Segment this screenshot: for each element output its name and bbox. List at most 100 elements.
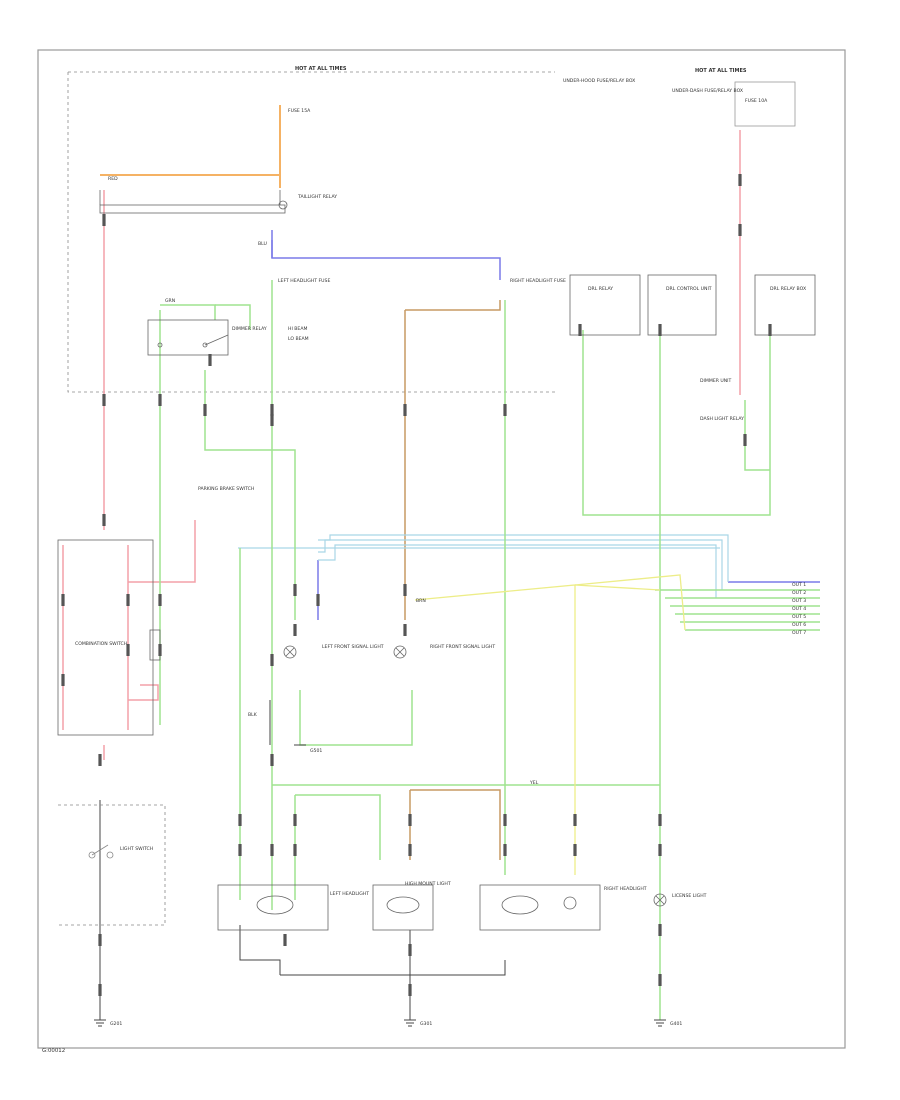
drl-control-unit-label: DRL CONTROL UNIT <box>666 286 712 292</box>
connector-marker <box>403 404 407 416</box>
ground-symbol-right <box>654 1019 666 1027</box>
connector-marker <box>316 594 320 606</box>
drl-relay-label: DRL RELAY <box>588 286 613 292</box>
connector-marker <box>283 934 287 946</box>
license-light <box>653 893 667 907</box>
connector-marker <box>98 754 102 766</box>
connector-marker <box>768 324 772 336</box>
ground-wires <box>99 700 506 1020</box>
ground-dash-label: G501 <box>310 748 322 754</box>
left-headlight-fuse-label: LEFT HEADLIGHT FUSE <box>278 278 330 284</box>
drl-relay-box-label: DRL RELAY BOX <box>770 286 806 292</box>
tan-wires <box>404 300 501 860</box>
hi-beam-label: HI BEAM <box>288 326 307 332</box>
connector-marker <box>503 844 507 856</box>
light-switch-label: LIGHT SWITCH <box>120 846 153 852</box>
connector-marker <box>658 814 662 826</box>
connector-marker <box>270 754 274 766</box>
wire-code-green: GRN <box>165 298 175 304</box>
connector-marker <box>293 844 297 856</box>
connector-marker <box>126 644 130 656</box>
connector-marker <box>293 624 297 636</box>
fuse-right-label: FUSE 10A <box>745 98 768 104</box>
blue-wires <box>271 230 820 620</box>
signal-output-label: OUT 1 <box>792 582 806 588</box>
signal-output-label: OUT 2 <box>792 590 806 596</box>
connector-marker <box>270 404 274 416</box>
connector-marker <box>270 844 274 856</box>
connector-marker <box>293 584 297 596</box>
connector-marker <box>98 984 102 996</box>
drl-relay-boxes <box>569 274 816 336</box>
connector-marker <box>238 814 242 826</box>
wire-code-blk: BLK <box>248 712 258 718</box>
left-headlight <box>217 884 329 931</box>
connector-marker <box>408 844 412 856</box>
high-mount-light-label: HIGH MOUNT LIGHT <box>405 881 451 887</box>
wire-code-red: RED <box>108 176 118 182</box>
connector-marker <box>658 974 662 986</box>
parking-brake-switch-label: PARKING BRAKE SWITCH <box>198 486 254 492</box>
signal-output-label: OUT 4 <box>792 606 806 612</box>
connector-marker <box>208 354 212 366</box>
connector-marker <box>503 404 507 416</box>
right-headlight-label: RIGHT HEADLIGHT <box>604 886 647 892</box>
license-light-label: LICENSE LIGHT <box>672 893 707 899</box>
orange-wires <box>100 105 281 188</box>
connector-marker <box>573 844 577 856</box>
connector-marker <box>102 514 106 526</box>
high-mount-light <box>372 884 434 931</box>
connector-marker <box>403 624 407 636</box>
connector-marker <box>743 434 747 446</box>
ground-symbol-left <box>94 1019 106 1027</box>
dash-light-relay-label: DASH LIGHT RELAY <box>700 416 744 422</box>
connector-marker <box>158 394 162 406</box>
signal-output-label: OUT 5 <box>792 614 806 620</box>
connector-marker <box>658 924 662 936</box>
connector-marker <box>61 674 65 686</box>
lo-beam-label: LO BEAM <box>288 336 309 342</box>
right-headlight-fuse-label: RIGHT HEADLIGHT FUSE <box>510 278 566 284</box>
fuse-box-enclosure: HOT AT ALL TIMES UNDER-HOOD FUSE/RELAY B… <box>67 66 635 393</box>
connector-marker <box>238 844 242 856</box>
wire-code-yellow: YEL <box>529 780 539 786</box>
connector-marker <box>573 814 577 826</box>
ground-mid-label: G301 <box>420 1021 432 1027</box>
yellow-wires <box>414 574 686 875</box>
dimmer-unit-label: DIMMER UNIT <box>700 378 732 384</box>
hot-at-all-times-right-label: HOT AT ALL TIMES <box>695 68 747 74</box>
ground-left-label: G201 <box>110 1021 122 1027</box>
taillight-relay <box>99 190 288 214</box>
connector-marker <box>158 594 162 606</box>
signal-output-label: OUT 6 <box>792 622 806 628</box>
connector-marker <box>738 174 742 186</box>
connector-marker <box>408 984 412 996</box>
connector-marker <box>102 394 106 406</box>
under-dash-fuse-box: HOT AT ALL TIMES UNDER-DASH FUSE/RELAY B… <box>672 68 796 127</box>
combination-switch <box>57 539 161 736</box>
connector-marker <box>293 814 297 826</box>
connector-marker <box>578 324 582 336</box>
signal-output-label: OUT 3 <box>792 598 806 604</box>
hot-at-all-times-top-label: HOT AT ALL TIMES <box>295 66 347 72</box>
left-front-signal-light <box>283 645 297 659</box>
connector-marker <box>61 594 65 606</box>
connector-marker <box>738 224 742 236</box>
dimmer-relay-label: DIMMER RELAY <box>232 326 267 332</box>
connector-markers <box>61 174 772 996</box>
connector-marker <box>270 414 274 426</box>
connector-marker <box>203 404 207 416</box>
taillight-relay-label: TAILLIGHT RELAY <box>297 194 337 200</box>
page-reference: G:00012 <box>42 1048 65 1054</box>
connector-marker <box>126 594 130 606</box>
left-headlight-label: LEFT HEADLIGHT <box>330 891 369 897</box>
right-headlight <box>479 884 601 931</box>
connector-marker <box>658 324 662 336</box>
lightblue-bundle <box>238 534 729 598</box>
ground-right-label: G401 <box>670 1021 682 1027</box>
fuse-box-label: UNDER-HOOD FUSE/RELAY BOX <box>563 78 635 84</box>
connector-marker <box>408 944 412 956</box>
under-dash-fuse-box-label: UNDER-DASH FUSE/RELAY BOX <box>672 88 743 94</box>
